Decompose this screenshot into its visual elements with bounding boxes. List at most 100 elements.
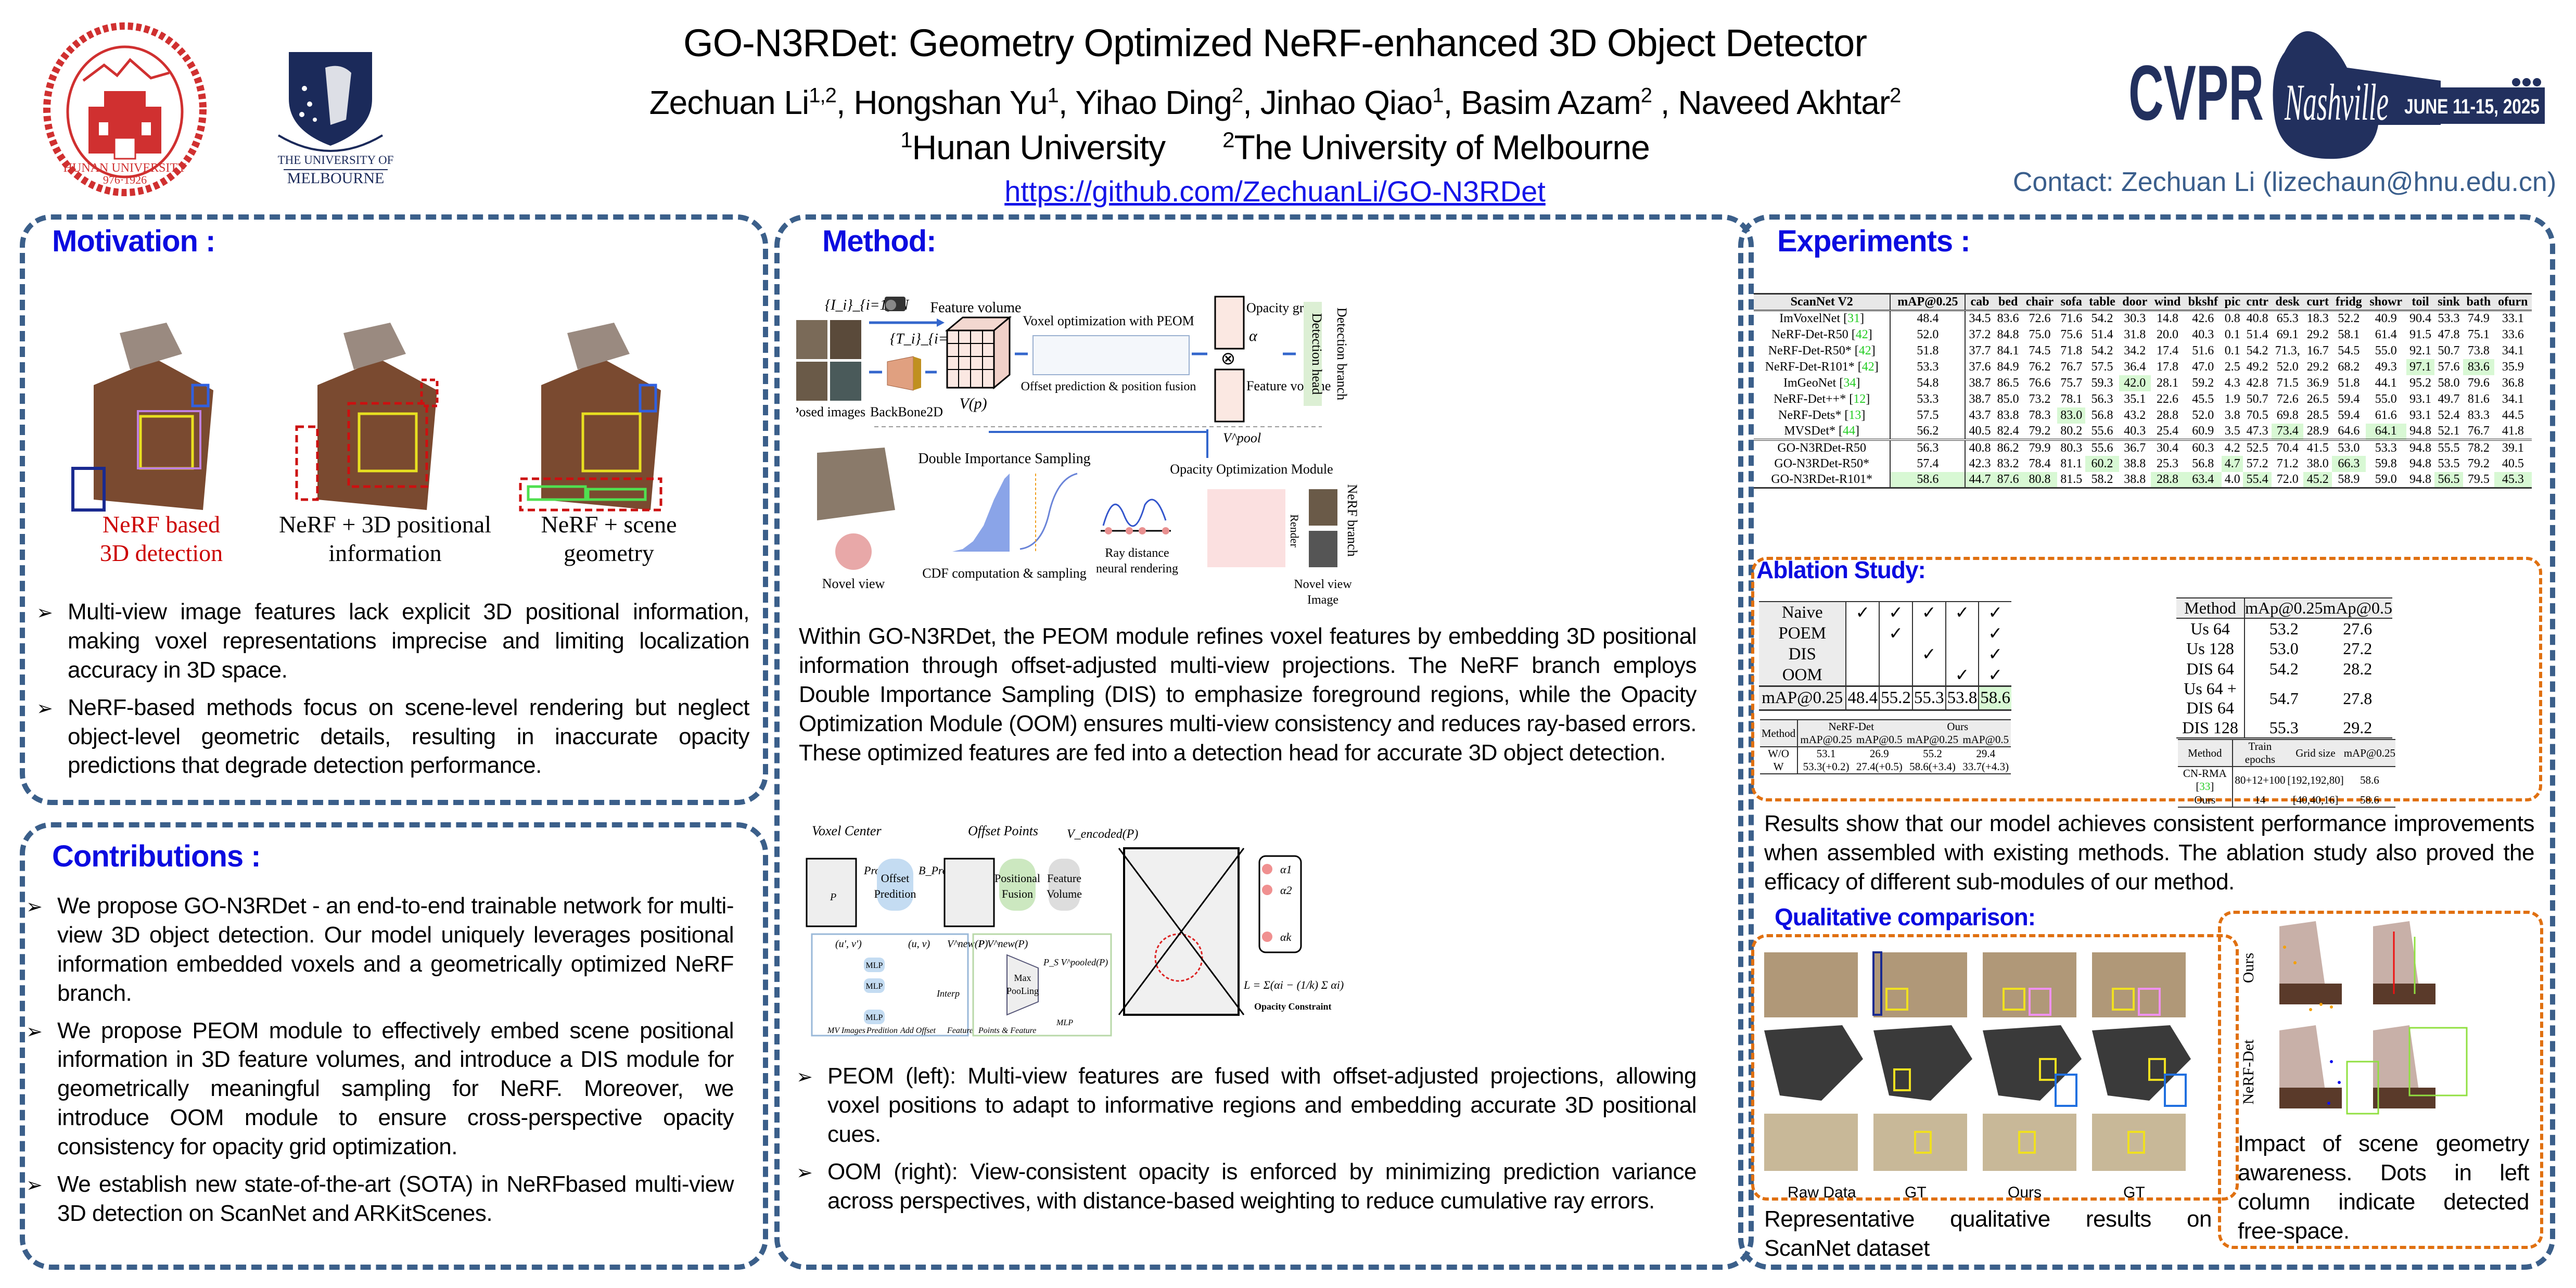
svg-text:Max: Max [1014, 973, 1031, 983]
class-ap-value: 56.3 [2091, 392, 2113, 406]
method-name: Ours [2178, 793, 2233, 807]
class-ap-value: 68.2 [2338, 360, 2360, 374]
class-ap-value: 83.3 [2467, 408, 2490, 422]
author: Jinhao Qiao [1260, 84, 1433, 121]
method-name: NeRF-Dets* [13] [1778, 408, 1866, 422]
vp-label: V(p) [959, 395, 987, 412]
check-icon: ✓ [1978, 623, 2011, 644]
map-value: 52.0 [1890, 326, 1966, 343]
author: Naveed Akhtar [1678, 84, 1890, 121]
class-ap-value: 25.3 [2157, 456, 2178, 470]
class-ap-value: 94.8 [2409, 456, 2432, 470]
table-header-cell: pic [2224, 295, 2241, 309]
class-ap-value: 71.5 [2276, 376, 2299, 390]
map-value: 55.3 [1911, 686, 1946, 710]
class-ap-value: 70.5 [2246, 408, 2268, 422]
table-header-cell: door [2122, 295, 2148, 309]
novel-view-scene [817, 448, 895, 570]
class-ap-value: 0.1 [2224, 343, 2240, 358]
author: Yihao Ding [1075, 84, 1232, 121]
github-link-row: https://github.com/ZechuanLi/GO-N3RDet [520, 174, 2030, 208]
class-ap-value: 45.2 [2303, 471, 2332, 488]
posed-images [796, 320, 861, 401]
class-ap-value: 47.3 [2246, 424, 2268, 438]
method-name: DIS 128 [2176, 718, 2246, 738]
class-ap-value: 55.4 [2243, 471, 2272, 488]
check-icon: ✓ [1978, 602, 2011, 623]
check-icon: ✓ [1945, 602, 1979, 623]
backbone-label: BackBone2D [870, 404, 943, 419]
class-ap-value: 42.3 [1969, 456, 1991, 470]
class-ap-value: 54.5 [2338, 343, 2360, 358]
class-ap-value: 65.3 [2276, 312, 2299, 326]
class-ap-value: 35.1 [2124, 392, 2146, 406]
multiply-icon: ⊗ [1221, 349, 1236, 368]
method-bullet: ➢OOM (right): View-consistent opacity is… [796, 1158, 1697, 1214]
loss-formula: L = Σ(αi − (1/k) Σ αi) [1243, 978, 1344, 991]
method-name: NeRF-Det-R50 [42] [1771, 327, 1872, 341]
geo-row-label-nerfdet: NeRF-Det [2240, 1039, 2257, 1105]
class-ap-value: 80.3 [2060, 441, 2083, 455]
github-link[interactable]: https://github.com/ZechuanLi/GO-N3RDet [1004, 175, 1546, 208]
class-ap-value: 69.8 [2276, 408, 2299, 422]
pipeline-diagram: {I_i}_{i=1}^N Posed images {T_i}_{i=1}^N… [792, 281, 1691, 614]
class-ap-value: 40.5 [2502, 456, 2524, 470]
class-ap-value: 4.0 [2224, 472, 2240, 486]
table-header-cell: showr [2369, 295, 2403, 309]
svg-text:α2: α2 [1280, 884, 1292, 897]
rendered-image-1 [1309, 489, 1337, 526]
svg-text:V^new(P): V^new(P) [947, 938, 988, 950]
class-ap-value: 59.8 [2375, 456, 2397, 470]
map-value: 57.4 [1890, 455, 1966, 472]
svg-text:Offset Points: Offset Points [968, 823, 1038, 838]
map-value: 48.4 [1845, 686, 1880, 710]
map-value: 56.2 [1890, 423, 1966, 440]
class-ap-value: 34.1 [2502, 392, 2524, 406]
grid-size: [40,40,16] [2292, 793, 2339, 806]
class-ap-value: 76.7 [2060, 360, 2083, 374]
class-ap-value: 83.6 [2463, 359, 2494, 375]
class-ap-value: 36.9 [2306, 376, 2329, 390]
cdf-plots [952, 473, 1078, 552]
map-value: 53.8 [1945, 686, 1979, 710]
class-ap-value: 38.8 [2124, 472, 2146, 486]
class-ap-value: 0.8 [2224, 312, 2240, 326]
offset-points-cube [943, 858, 995, 927]
module-label: DIS [1759, 644, 1846, 665]
ablation-title: Ablation Study: [1756, 556, 1926, 583]
camera-icon [885, 297, 906, 311]
table-header-cell: ofurn [2498, 295, 2528, 309]
map-value: 55.3 [2269, 718, 2299, 737]
motivation-caption-3: NeRF + scene geometry [541, 511, 677, 567]
map-value: 54.7 [2269, 688, 2299, 708]
class-ap-value: 83.6 [1997, 312, 2019, 326]
class-ap-value: 79.5 [2467, 472, 2490, 486]
contributions-title: Contributions : [52, 839, 261, 873]
map-value: 53.3 [1890, 391, 1966, 407]
svg-text:PooLing: PooLing [1006, 986, 1039, 996]
affiliation: The University of Melbourne [1234, 128, 1650, 167]
class-ap-value: 44.7 [1965, 471, 1994, 488]
class-ap-value: 59.2 [2192, 376, 2214, 390]
class-ap-value: 37.7 [1969, 343, 1991, 358]
class-ap-value: 29.2 [2306, 360, 2329, 374]
method-name: NeRF-Det++* [12] [1774, 392, 1870, 406]
cvpr-nashville-logo: CVPR Nashville JUNE 11-15, 2025 [2128, 21, 2571, 167]
class-ap-value: 81.5 [2060, 472, 2083, 486]
dis-title: Double Importance Sampling [918, 451, 1090, 467]
citation: 31 [1847, 312, 1860, 326]
class-ap-value: 53.3 [2375, 441, 2397, 455]
table-header-cell: ScanNet V2 [1790, 295, 1853, 309]
motivation-caption-1: NeRF based 3D detection [99, 511, 223, 567]
module-label: OOM [1759, 665, 1846, 686]
scene-nerf-positional [295, 323, 439, 510]
class-ap-value: 60.3 [2192, 441, 2214, 455]
voxel-center-cube [806, 858, 857, 927]
vpool-label: V^pool [1223, 430, 1261, 445]
map-value: 27.4(+0.5) [1856, 760, 1903, 773]
